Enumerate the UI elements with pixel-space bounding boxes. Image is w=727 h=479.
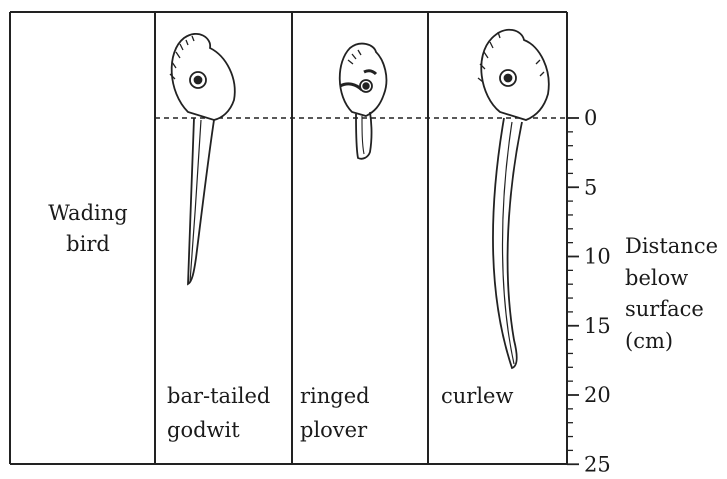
- scale-tick-label: 20: [584, 383, 611, 407]
- row-header-line-1: Wading: [48, 201, 127, 225]
- depth-scale: 0 5 10 15 20 25: [567, 106, 611, 474]
- plover-label-line-2: plover: [300, 418, 368, 442]
- scale-tick-label: 15: [584, 314, 611, 338]
- godwit-illustration: [170, 34, 235, 284]
- scale-tick-label: 5: [584, 175, 597, 199]
- godwit-label-line-1: bar-tailed: [167, 384, 270, 408]
- scale-title-line-3: surface: [625, 297, 704, 321]
- scale-title-line-1: Distance: [625, 234, 718, 258]
- scale-tick-label: 0: [584, 106, 597, 130]
- scale-tick-label: 25: [584, 452, 611, 474]
- ringed-plover-illustration: [340, 44, 387, 159]
- godwit-label-line-2: godwit: [167, 418, 240, 442]
- scale-title-line-4: (cm): [625, 329, 673, 353]
- plover-label-line-1: ringed: [300, 384, 370, 408]
- curlew-illustration: [478, 30, 549, 368]
- row-header-line-2: bird: [66, 232, 110, 256]
- scale-title-line-2: below: [625, 266, 688, 290]
- curlew-label: curlew: [441, 384, 513, 408]
- scale-tick-label: 10: [584, 245, 611, 269]
